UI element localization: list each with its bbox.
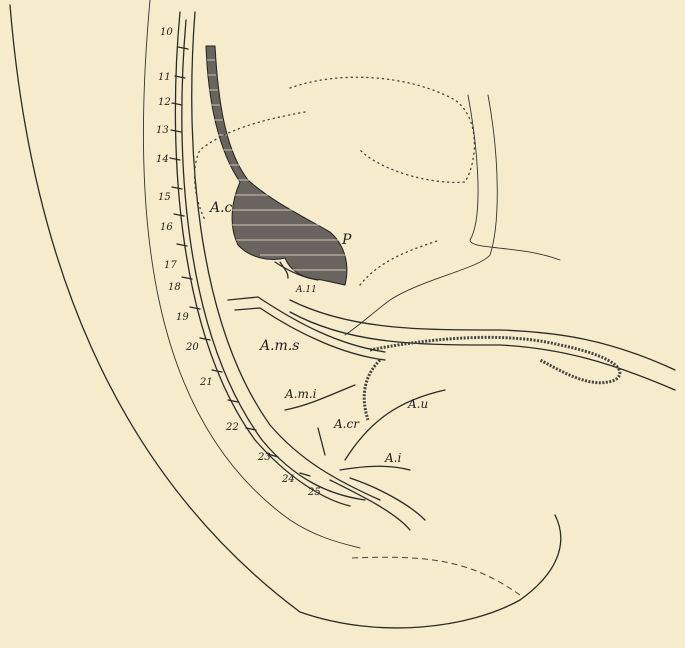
label-ami: A.m.i (284, 387, 317, 401)
vertebra-20: 20 (185, 342, 199, 353)
organ-outline-upper (290, 77, 474, 182)
intestine-loop-tail (364, 360, 380, 420)
a-i-branch (340, 466, 410, 470)
vertebra-13: 13 (156, 125, 169, 136)
aorta (206, 46, 347, 285)
a-mesenterica-superior-2 (235, 308, 385, 360)
label-ams: A.m.s (258, 338, 299, 354)
label-p: P (341, 232, 352, 248)
a-mesenterica-superior (228, 297, 385, 352)
vertebra-22: 22 (225, 422, 239, 433)
vertebra-12: 12 (158, 97, 171, 108)
vertebra-25: 25 (307, 487, 321, 498)
vertebra-11: 11 (158, 72, 171, 83)
vertebra-23: 23 (257, 452, 271, 463)
intestine-loop (370, 337, 620, 382)
organ-outline-lower (360, 240, 440, 285)
vertebra-17: 17 (164, 260, 177, 271)
vertebra-19: 19 (176, 312, 189, 323)
vertebra-14: 14 (156, 154, 169, 165)
vertebra-21: 21 (199, 377, 213, 388)
a-u-branch (345, 390, 445, 460)
vertebra-15: 15 (158, 192, 171, 203)
a-cr-branch (318, 428, 325, 455)
intestinal-vessel-upper (290, 300, 675, 370)
peritoneum-contour-2 (345, 95, 497, 335)
iliac-vessel (330, 480, 410, 530)
label-a11: A.11 (295, 285, 317, 295)
body-wall-outer (10, 5, 561, 628)
vertebra-16: 16 (160, 222, 173, 233)
peritoneum-line (352, 557, 520, 595)
vertebra-18: 18 (168, 282, 181, 293)
peritoneum-contour (468, 95, 560, 260)
label-au: A.u (407, 397, 428, 411)
label-ac: A.c (208, 200, 233, 216)
label-acr: A.cr (333, 417, 360, 431)
vertebra-10: 10 (160, 27, 173, 38)
label-ai: A.i (384, 451, 401, 465)
vertebra-24: 24 (281, 474, 295, 485)
